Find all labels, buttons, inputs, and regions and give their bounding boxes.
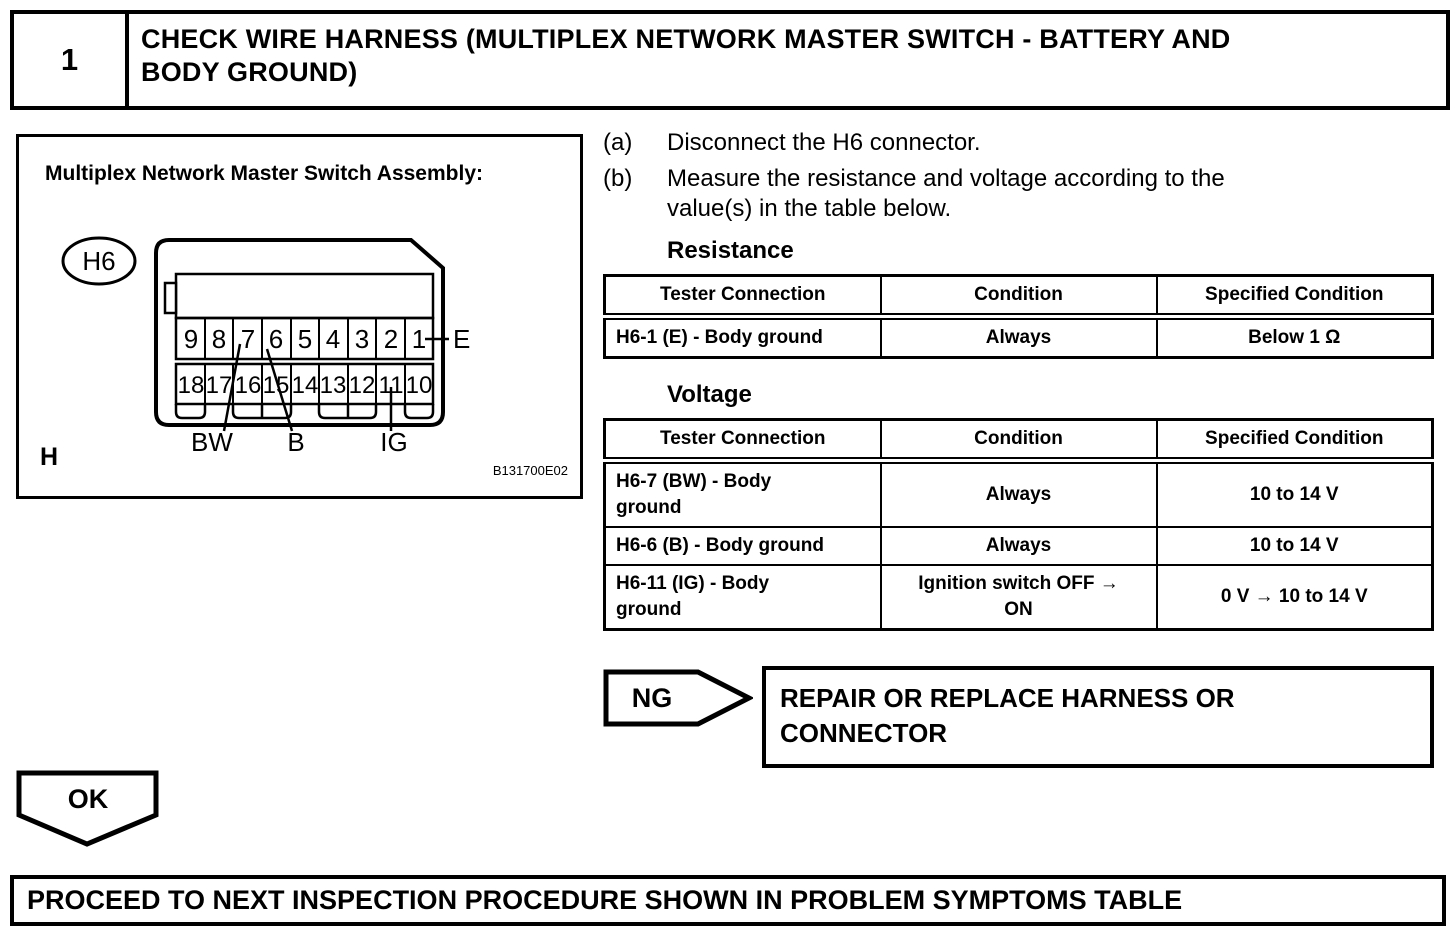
column-header: Specified Condition [1155, 274, 1434, 320]
ok-action-bar: PROCEED TO NEXT INSPECTION PROCEDURE SHO… [10, 875, 1446, 926]
step-header: 1 CHECK WIRE HARNESS (MULTIPLEX NETWORK … [10, 10, 1450, 110]
specified-condition-cell: 10 to 14 V [1155, 459, 1434, 528]
table-header-row: Tester Connection Condition Specified Co… [603, 418, 1434, 464]
column-header: Tester Connection [603, 418, 882, 464]
pin-number: 17 [206, 372, 233, 399]
table-row: H6-11 (IG) - Body ground Ignition switch… [603, 564, 1434, 631]
connector-id-oval [61, 236, 137, 286]
connector-diagram-box: Multiplex Network Master Switch Assembly… [16, 134, 583, 499]
step-title: CHECK WIRE HARNESS (MULTIPLEX NETWORK MA… [141, 24, 1231, 87]
step-number: 1 [14, 14, 129, 106]
pin-number: 3 [355, 324, 369, 354]
pin-separators [204, 318, 406, 404]
tester-connection-cell: H6-11 (IG) - Body ground [603, 564, 882, 631]
ok-label: OK [68, 784, 109, 814]
pin-row-bottom [174, 362, 435, 406]
pin-number: 6 [269, 324, 283, 354]
pin-number: 14 [292, 372, 319, 399]
connector-outline [154, 238, 445, 427]
column-header: Condition [879, 274, 1158, 320]
condition-cell: Ignition switch OFF → ON [879, 564, 1158, 631]
tester-connection-cell: H6-7 (BW) - Body ground [603, 459, 882, 528]
condition-cell: Always [879, 459, 1158, 528]
pin-number: 11 [379, 372, 404, 399]
wire-leader-lines [222, 337, 449, 432]
procedure-step-b: (b) Measure the resistance and voltage a… [603, 164, 1438, 224]
wire-label-ig: IG [380, 427, 407, 457]
ng-branch: NG REPAIR OR REPLACE HARNESS OR CONNECTO… [603, 666, 1434, 768]
pin-number: 4 [326, 324, 340, 354]
table-row: H6-1 (E) - Body ground Always Below 1 Ω [603, 315, 1434, 359]
pin-number: 9 [184, 324, 198, 354]
specified-condition-cell: Below 1 Ω [1155, 315, 1434, 359]
tester-connection-cell: H6-6 (B) - Body ground [603, 526, 882, 566]
pin-number: 18 [178, 372, 205, 399]
housing-tabs [174, 404, 435, 420]
ng-arrow-icon: NG [603, 669, 753, 727]
connector-key-notch [163, 281, 178, 315]
resistance-table: Tester Connection Condition Specified Co… [603, 274, 1434, 359]
pin-number: 7 [241, 324, 255, 354]
pin-number: 10 [406, 372, 433, 399]
table-header-row: Tester Connection Condition Specified Co… [603, 274, 1434, 320]
pin-number: 1 [412, 324, 426, 354]
table-row: H6-7 (BW) - Body ground Always 10 to 14 … [603, 459, 1434, 528]
wire-label-b: B [287, 427, 304, 457]
pin-number: 16 [235, 372, 262, 399]
diagram-corner-label: H [40, 443, 59, 471]
ok-arrow-icon: OK [16, 770, 159, 847]
step-marker: (a) [603, 129, 633, 156]
table-row: H6-6 (B) - Body ground Always 10 to 14 V [603, 526, 1434, 566]
figure-code: B131700E02 [492, 463, 568, 478]
voltage-heading: Voltage [667, 381, 752, 408]
pin-numbers-bottom: 18 17 16 15 14 13 12 11 10 [178, 372, 433, 399]
column-header: Specified Condition [1155, 418, 1434, 464]
pin-number: 5 [298, 324, 312, 354]
pin-number: 13 [320, 372, 347, 399]
voltage-table: Tester Connection Condition Specified Co… [603, 418, 1434, 631]
step-text: Disconnect the H6 connector. [667, 129, 981, 156]
ng-action-box: REPAIR OR REPLACE HARNESS OR CONNECTOR [762, 666, 1434, 768]
condition-cell: Always [879, 315, 1158, 359]
condition-cell: Always [879, 526, 1158, 566]
pin-number: 15 [263, 372, 290, 399]
connector-cavity [174, 272, 435, 320]
specified-condition-cell: 0 V → 10 to 14 V [1155, 564, 1434, 631]
procedure-step-a: (a) Disconnect the H6 connector. [603, 128, 1438, 158]
specified-condition-cell: 10 to 14 V [1155, 526, 1434, 566]
ok-branch: OK [16, 770, 161, 853]
connector-diagram-icon: H6 [61, 236, 470, 457]
column-header: Condition [879, 418, 1158, 464]
diagram-caption: Multiplex Network Master Switch Assembly… [45, 162, 483, 185]
ng-label: NG [632, 683, 673, 713]
pin-numbers-top: 9 8 7 6 5 4 3 2 1 [184, 324, 426, 354]
connector-id-label: H6 [82, 246, 115, 276]
step-marker: (b) [603, 165, 633, 192]
procedure-column: (a) Disconnect the H6 connector. (b) Mea… [603, 128, 1438, 631]
step-text: Measure the resistance and voltage accor… [667, 165, 1225, 222]
pin-number: 12 [349, 372, 376, 399]
wire-label-e: E [453, 324, 470, 354]
tester-connection-cell: H6-1 (E) - Body ground [603, 315, 882, 359]
wire-label-bw: BW [191, 427, 233, 457]
pin-number: 8 [212, 324, 226, 354]
pin-number: 2 [384, 324, 398, 354]
column-header: Tester Connection [603, 274, 882, 320]
resistance-heading: Resistance [667, 237, 794, 264]
